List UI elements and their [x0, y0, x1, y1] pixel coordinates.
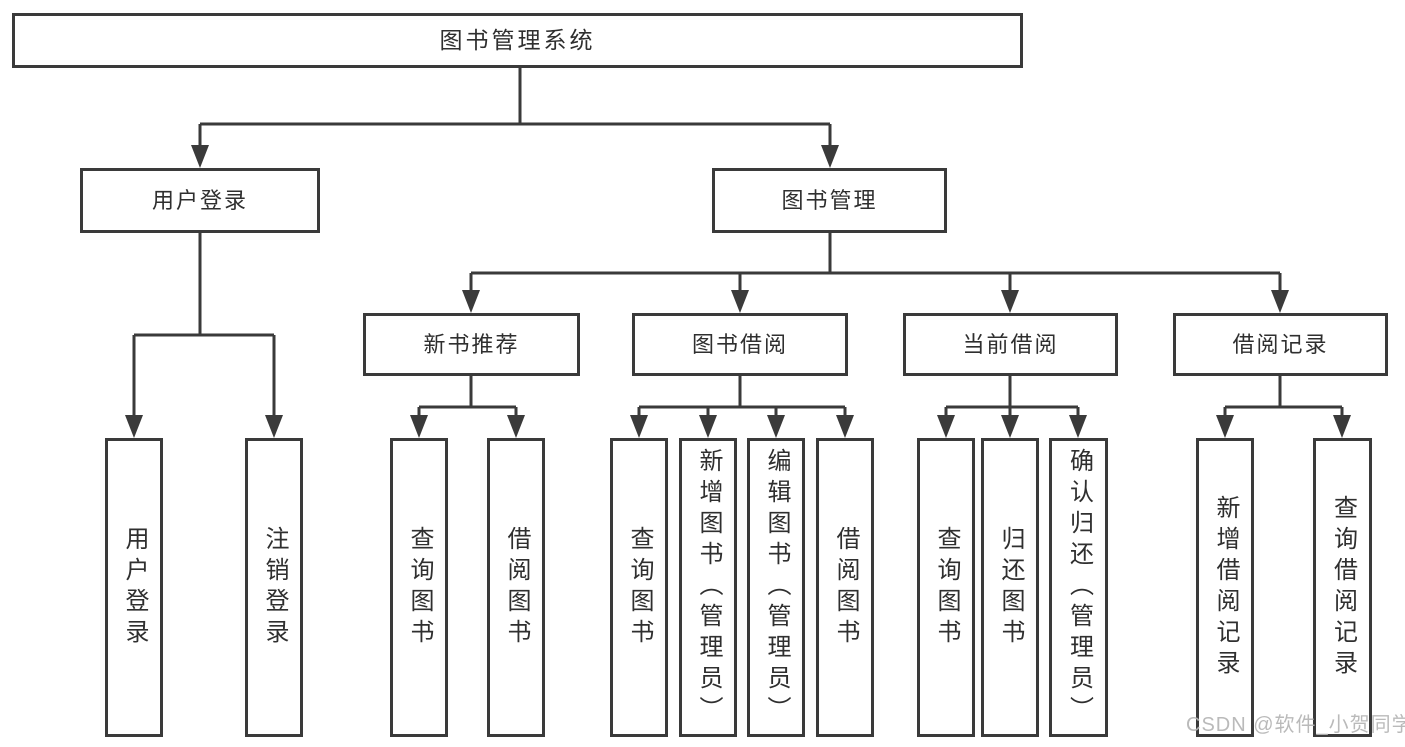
leaf-edit-books-admin: 编辑图书（管理员） [747, 438, 805, 737]
leaf-query-books: 查询图书 [390, 438, 448, 737]
leaf-user-login: 用户登录 [105, 438, 163, 737]
node-user-login: 用户登录 [80, 168, 320, 233]
arrowhead [125, 415, 143, 438]
leaf-label: 新增借阅记录 [1212, 494, 1239, 681]
arrowhead [1001, 290, 1019, 313]
leaf-label: 确认归还（管理员） [1065, 448, 1093, 727]
leaf-return-books: 归还图书 [981, 438, 1039, 737]
edge-new-book-recommend-to-leaves [410, 376, 525, 438]
arrowhead [462, 290, 480, 313]
edge-book-management-to-level3 [462, 233, 1289, 313]
node-label: 新书推荐 [423, 331, 520, 357]
edge-root-to-level2 [191, 68, 839, 168]
arrowhead [265, 415, 283, 438]
node-label: 图书管理系统 [439, 27, 596, 53]
leaf-logout: 注销登录 [245, 438, 303, 737]
node-new-book-recommend: 新书推荐 [363, 313, 580, 376]
node-label: 用户登录 [151, 187, 248, 213]
node-root-library-system: 图书管理系统 [12, 13, 1023, 68]
arrowhead [1216, 415, 1234, 438]
edge-borrow-records-to-leaves [1216, 376, 1351, 438]
leaf-confirm-return-admin: 确认归还（管理员） [1049, 438, 1108, 737]
leaf-label: 新增图书（管理员） [695, 448, 722, 727]
leaf-label: 归还图书 [997, 525, 1024, 650]
arrowhead [836, 415, 854, 438]
arrowhead [937, 415, 955, 438]
edge-current-borrow-to-leaves [937, 376, 1087, 438]
leaf-label: 用户登录 [121, 525, 148, 650]
leaf-label: 查询借阅记录 [1329, 494, 1357, 681]
node-label: 图书借阅 [691, 331, 788, 357]
leaf-label: 查询图书 [933, 525, 960, 650]
arrowhead [1333, 415, 1351, 438]
leaf-borrow-books: 借阅图书 [487, 438, 545, 737]
arrowhead [507, 415, 525, 438]
arrowhead [191, 145, 209, 168]
arrowhead [410, 415, 428, 438]
node-label: 借阅记录 [1232, 331, 1329, 357]
node-book-management: 图书管理 [712, 168, 947, 233]
node-label: 图书管理 [781, 187, 878, 213]
node-borrow-records: 借阅记录 [1173, 313, 1388, 376]
node-label: 当前借阅 [962, 331, 1059, 357]
arrowhead [1271, 290, 1289, 313]
arrowhead [699, 415, 717, 438]
arrowhead [1069, 415, 1087, 438]
leaf-label: 编辑图书（管理员） [763, 448, 790, 727]
leaf-label: 查询图书 [406, 525, 433, 650]
node-current-borrow: 当前借阅 [903, 313, 1118, 376]
arrowhead [1001, 415, 1019, 438]
leaf-query-borrow-record: 查询借阅记录 [1313, 438, 1372, 737]
arrowhead [731, 290, 749, 313]
edge-book-borrow-to-leaves [630, 376, 854, 438]
leaf-borrow-books: 借阅图书 [816, 438, 874, 737]
arrowhead [630, 415, 648, 438]
leaf-add-borrow-record: 新增借阅记录 [1196, 438, 1254, 737]
leaf-label: 借阅图书 [503, 525, 530, 650]
leaf-label: 借阅图书 [832, 525, 859, 650]
leaf-query-books: 查询图书 [610, 438, 668, 737]
edge-user-login-to-leaves [125, 233, 283, 438]
arrowhead [821, 145, 839, 168]
leaf-label: 注销登录 [261, 525, 288, 650]
leaf-add-books-admin: 新增图书（管理员） [679, 438, 737, 737]
leaf-label: 查询图书 [626, 525, 653, 650]
node-book-borrow: 图书借阅 [632, 313, 848, 376]
csdn-watermark: CSDN @软件_小贺同学 [1186, 714, 1405, 736]
leaf-query-books: 查询图书 [917, 438, 975, 737]
arrowhead [767, 415, 785, 438]
